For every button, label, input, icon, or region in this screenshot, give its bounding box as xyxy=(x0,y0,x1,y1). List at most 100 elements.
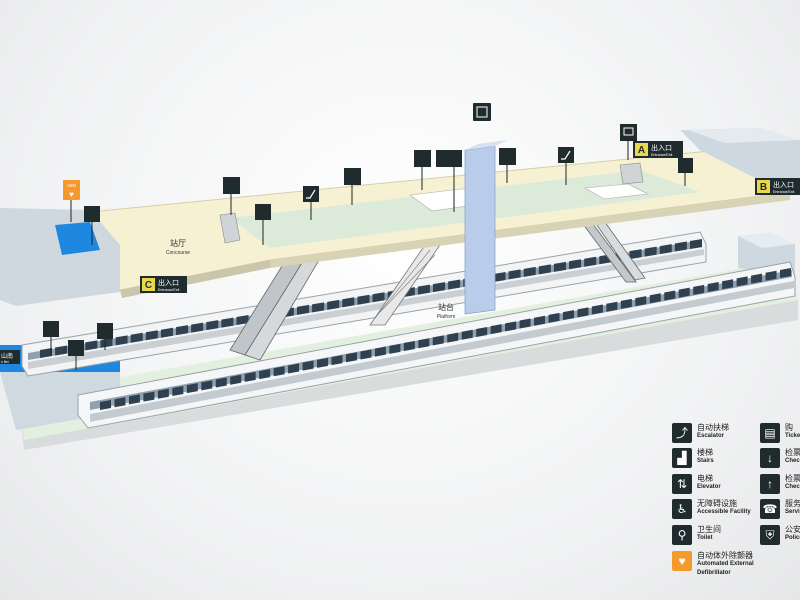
legend-stairs-en: Stairs xyxy=(697,458,714,464)
sign-police-left xyxy=(84,206,100,245)
aed-sign: AED ♥ xyxy=(63,180,80,222)
legend-check-in-en: Check xyxy=(785,458,800,464)
escalator-icon: ⤴ xyxy=(672,423,692,443)
train-window xyxy=(273,366,285,377)
train-window xyxy=(327,299,340,310)
train-window xyxy=(357,294,370,305)
train-window xyxy=(664,290,676,301)
train-window xyxy=(331,355,343,366)
train-window xyxy=(649,293,661,304)
train-window xyxy=(553,261,566,272)
train-window xyxy=(372,292,385,303)
sign-ticket-left xyxy=(223,177,240,215)
train-front-windows xyxy=(100,268,791,410)
exit-b-en: Entrance/Exit xyxy=(773,190,794,194)
exit-c-cn: 出入口 xyxy=(158,278,179,287)
stair-escalator-group xyxy=(229,217,646,361)
service-icon: ☎ xyxy=(760,499,780,519)
train-window xyxy=(629,249,642,260)
exit-b-letter: B xyxy=(760,182,767,193)
train-window xyxy=(85,340,98,351)
train-window xyxy=(191,322,204,333)
legend-escalator-cn: 自动扶梯 xyxy=(697,423,729,432)
legend-check-out: ↑ 检票Check xyxy=(760,474,800,494)
svg-text:♥: ♥ xyxy=(69,190,74,199)
train-window xyxy=(345,352,357,363)
train-window xyxy=(490,324,502,335)
side-label-cn: 山南 xyxy=(1,352,13,360)
legend-check-in: ↓ 检票Check xyxy=(760,448,800,468)
train-window xyxy=(296,304,309,315)
exit-c-tag: C 出入口 Entrance/Exit xyxy=(140,276,187,293)
train-window xyxy=(360,349,372,360)
train-window xyxy=(780,268,791,278)
left-blue-zone xyxy=(55,222,100,255)
train-window xyxy=(736,276,748,287)
train-window xyxy=(302,360,314,371)
sign-check-right xyxy=(678,158,693,186)
train-window xyxy=(186,383,198,394)
side-station-tag: 山南 n Bei xyxy=(0,350,20,364)
train-window xyxy=(128,394,140,405)
train-window xyxy=(505,321,517,332)
train-window xyxy=(215,377,227,388)
train-window xyxy=(569,259,582,270)
wheelchair-icon: ♿ xyxy=(672,499,692,519)
exit-a-letter: A xyxy=(638,145,645,156)
train-window xyxy=(659,244,672,255)
train-window xyxy=(259,369,271,380)
legend-aed-cn: 自动体外除颤器 xyxy=(697,551,753,560)
train-window xyxy=(432,335,444,346)
elevator-icon: ⇅ xyxy=(672,474,692,494)
train-window xyxy=(562,310,574,321)
legend-check-out-cn: 检票 xyxy=(785,474,800,483)
train-window xyxy=(403,341,415,352)
sign-toilet-mid xyxy=(414,150,462,212)
train-window xyxy=(765,270,777,281)
train-window xyxy=(635,296,647,307)
sign-check-mid xyxy=(499,148,516,183)
elevator-shaft xyxy=(464,140,508,315)
legend-stairs-cn: 楼梯 xyxy=(697,448,713,457)
legend-elevator-cn: 电梯 xyxy=(697,474,713,483)
legend-ticket-en: Ticke xyxy=(785,433,800,439)
sign-ticket-a xyxy=(620,124,637,160)
ticket-icon: ▤ xyxy=(760,423,780,443)
train-window xyxy=(417,284,430,295)
train-window xyxy=(678,287,690,298)
train-window xyxy=(317,357,329,368)
train-window xyxy=(160,327,173,338)
sign-check-left xyxy=(344,168,361,205)
check-in-icon: ↓ xyxy=(760,448,780,468)
legend-check-in-cn: 检票 xyxy=(785,448,800,457)
sign-elevator-top xyxy=(473,103,491,121)
police-icon: ⛨ xyxy=(760,525,780,545)
exit-a-cn: 出入口 xyxy=(651,143,672,152)
train-window xyxy=(519,318,531,329)
legend-toilet-en: Toilet xyxy=(697,535,713,541)
train-window xyxy=(620,298,632,309)
train-window xyxy=(508,269,521,280)
legend-escalator-en: Escalator xyxy=(697,433,725,439)
train-window xyxy=(236,315,249,326)
side-label-en: n Bei xyxy=(1,360,9,364)
train-window xyxy=(433,282,446,293)
check-out-icon: ↑ xyxy=(760,474,780,494)
train-window xyxy=(577,307,589,318)
train-window xyxy=(644,246,657,257)
legend-service-cn: 服务 xyxy=(785,499,800,508)
train-window xyxy=(693,284,705,295)
train-window xyxy=(534,315,546,326)
legend-check-out-en: Check xyxy=(785,484,800,490)
train-window xyxy=(751,273,763,284)
train-window xyxy=(244,371,256,382)
legend-elevator-en: Elevator xyxy=(697,484,721,490)
train-window xyxy=(115,335,128,346)
